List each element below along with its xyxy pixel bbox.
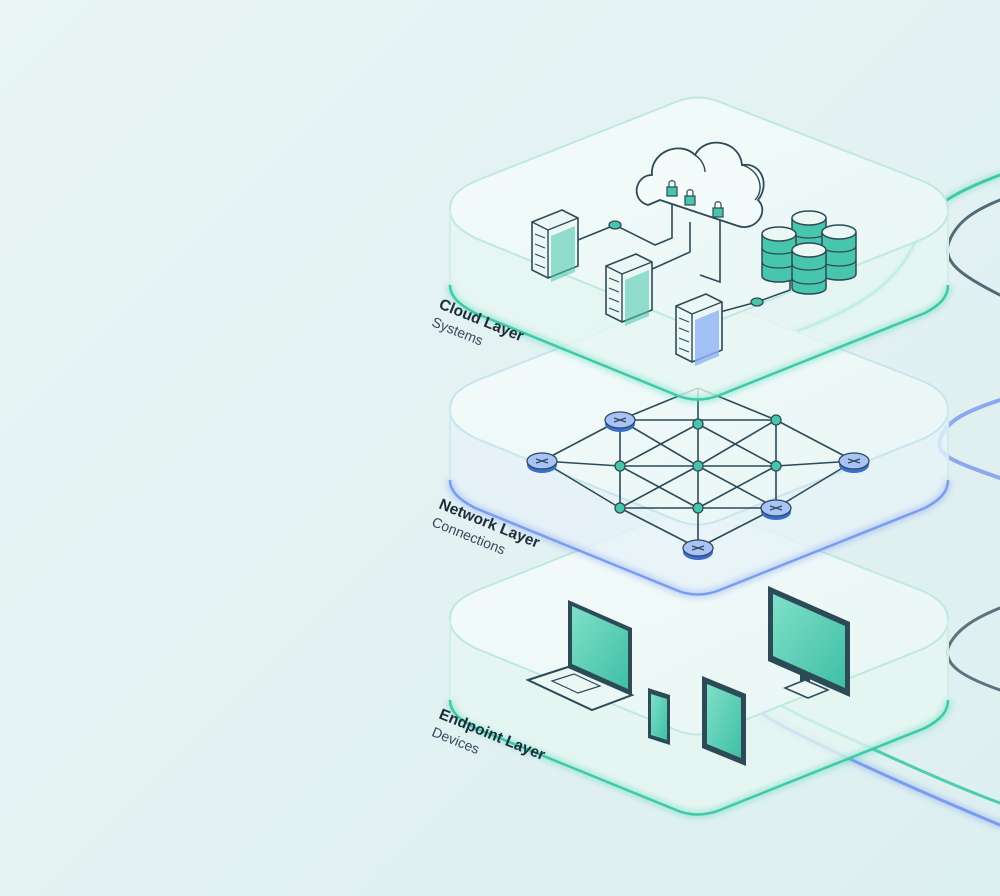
lock-icon (666, 180, 678, 197)
lock-icon (712, 201, 724, 218)
cloud-icon (635, 141, 765, 228)
lock-icon (684, 189, 696, 206)
database-icon (791, 242, 827, 295)
router-icon (526, 452, 558, 473)
desktop-monitor-icon (768, 586, 850, 699)
tablet-icon (702, 676, 746, 766)
router-icon (838, 452, 870, 473)
network-nodes (614, 414, 782, 514)
router-icons (526, 411, 870, 560)
smartphone-icon (648, 688, 670, 745)
database-icon (761, 226, 797, 283)
laptop-icon (525, 600, 635, 712)
database-icons (761, 210, 857, 295)
database-icon (821, 224, 857, 281)
server-icon (605, 253, 653, 326)
server-icon (531, 209, 579, 282)
router-icon (682, 539, 714, 560)
router-icon (604, 411, 636, 432)
router-icon (760, 499, 792, 520)
cloud-link-nodes (608, 220, 764, 307)
server-icon (675, 293, 723, 366)
cloud-links (577, 196, 791, 313)
